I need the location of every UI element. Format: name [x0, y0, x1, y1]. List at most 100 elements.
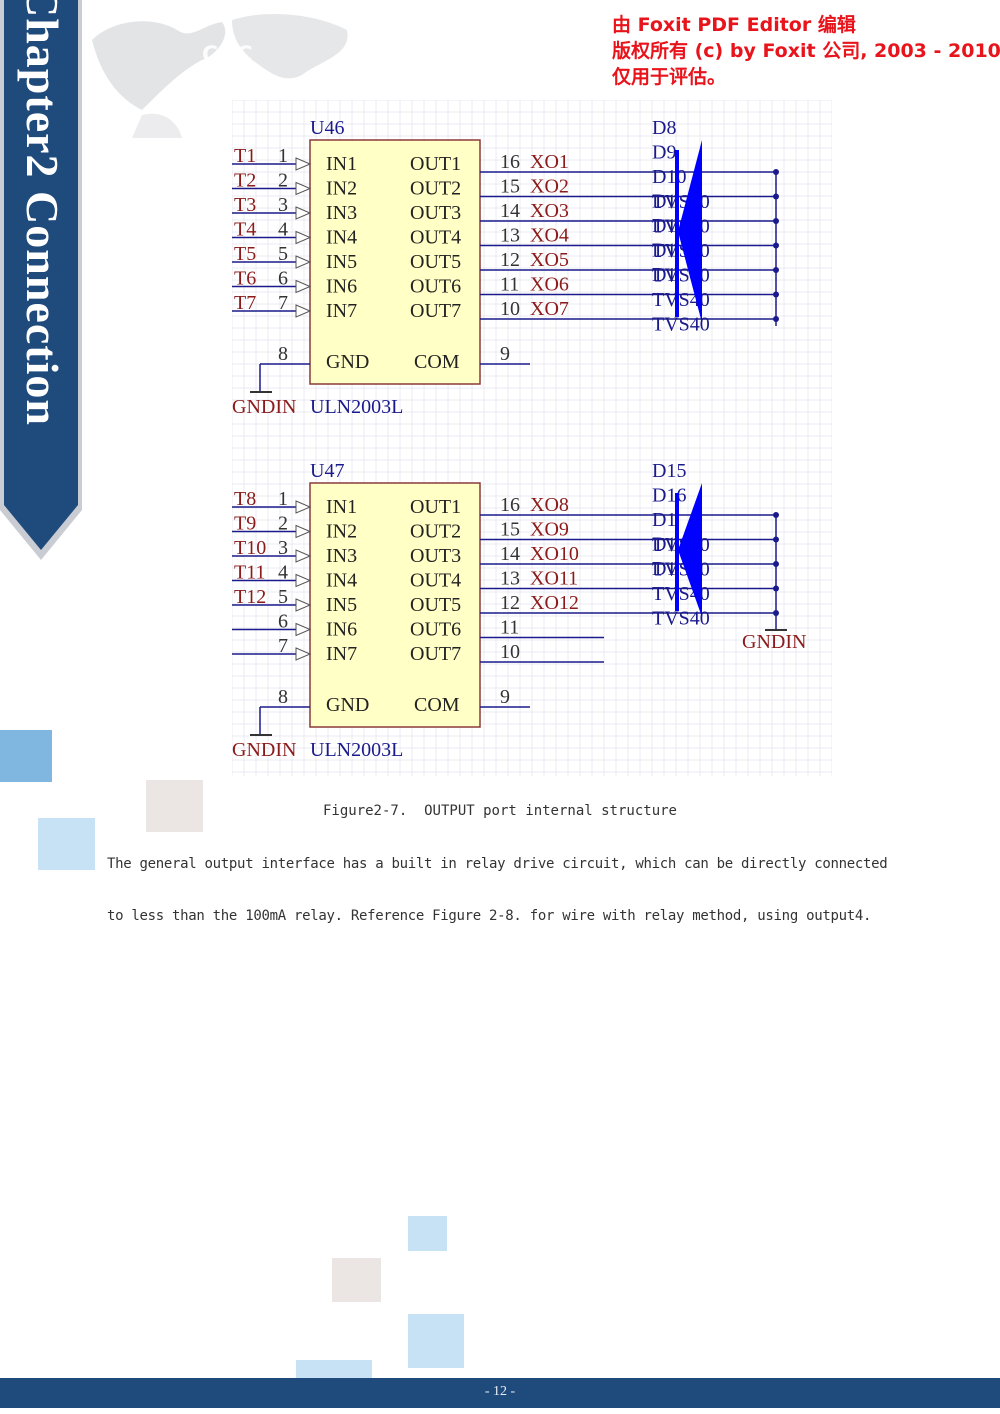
- ground-net-label: GNDIN: [232, 396, 296, 418]
- input-net-label: T12: [234, 586, 266, 608]
- foxit-watermark: 由 Foxit PDF Editor 编辑 版权所有 (c) by Foxit …: [612, 12, 1000, 90]
- chapter-tab: [0, 0, 82, 560]
- pin-number: 13: [500, 568, 520, 590]
- output-net-label: XO2: [530, 176, 569, 198]
- pin-name: IN3: [326, 545, 357, 567]
- diode-ref: D8: [652, 117, 676, 139]
- pin-name: OUT5: [410, 251, 461, 273]
- pin-number: 16: [500, 494, 520, 516]
- pin-name: IN2: [326, 178, 357, 200]
- pin-name: IN6: [326, 619, 357, 641]
- output-net-label: XO11: [530, 568, 578, 590]
- pin-number: 7: [278, 292, 288, 314]
- input-net-label: T1: [234, 145, 256, 167]
- deco-square: [332, 1258, 381, 1302]
- pin-number: 5: [278, 243, 288, 265]
- rail-ground-label: GNDIN: [742, 631, 806, 653]
- diode-ref: D15: [652, 460, 686, 482]
- input-arrow: [295, 573, 312, 588]
- output-net-label: XO5: [530, 249, 569, 271]
- pin-name: OUT7: [410, 643, 461, 665]
- footer-bar: [0, 1378, 1000, 1408]
- pin-number: 4: [278, 219, 288, 241]
- world-map-decoration: CNC: [92, 14, 348, 138]
- pin-number: 11: [500, 274, 519, 296]
- output-net-label: XO7: [530, 298, 569, 320]
- input-net-label: T8: [234, 488, 256, 510]
- input-arrow: [295, 549, 312, 563]
- pin-name: OUT7: [410, 300, 461, 322]
- output-net-label: XO10: [530, 543, 579, 565]
- pin-number: 2: [278, 513, 288, 535]
- pin-number: 7: [278, 635, 288, 657]
- pin-number: 12: [500, 249, 520, 271]
- pin-number: 3: [278, 537, 288, 559]
- watermark-line: 版权所有 (c) by Foxit 公司, 2003 - 2010: [612, 40, 1000, 62]
- pin-name: OUT5: [410, 594, 461, 616]
- pin-number: 3: [278, 194, 288, 216]
- figure-caption: Figure2-7. OUTPUT port internal structur…: [322, 803, 677, 819]
- deco-square: [0, 730, 52, 782]
- tvs-diode-stack: [678, 140, 702, 323]
- output-net-label: XO12: [530, 592, 579, 614]
- deco-square: [408, 1314, 464, 1368]
- watermark-line: 由 Foxit PDF Editor 编辑: [612, 14, 856, 36]
- pin-name: OUT1: [410, 153, 461, 175]
- tvs-label: TVS40: [652, 608, 710, 630]
- input-arrow: [295, 500, 312, 514]
- input-arrow: [295, 157, 312, 171]
- pin-number: 13: [500, 225, 520, 247]
- pin-number: 14: [500, 200, 520, 222]
- pin-number: 2: [278, 170, 288, 192]
- chapter-title: Chapter2 Connection: [17, 0, 68, 426]
- pin-name: OUT1: [410, 496, 461, 518]
- pin-number: 8: [278, 686, 288, 708]
- body-paragraph-line: to less than the 100mA relay. Reference …: [107, 908, 872, 924]
- input-net-label: T4: [234, 219, 256, 241]
- input-net-label: T6: [234, 268, 256, 290]
- watermark-line: 仅用于评估。: [612, 66, 727, 88]
- input-net-label: T5: [234, 243, 256, 265]
- pin-name: IN5: [326, 594, 357, 616]
- output-net-label: XO8: [530, 494, 569, 516]
- pin-name: GND: [326, 694, 369, 716]
- input-arrow: [295, 647, 312, 661]
- input-arrow: [295, 622, 312, 637]
- pin-number: 10: [500, 641, 520, 663]
- pin-number: 1: [278, 145, 288, 167]
- deco-square: [296, 1360, 372, 1378]
- output-net-label: XO3: [530, 200, 569, 222]
- chip-part-number: ULN2003L: [310, 396, 403, 418]
- pin-name: IN1: [326, 496, 357, 518]
- input-arrow: [295, 304, 312, 318]
- input-arrow: [295, 524, 312, 539]
- diode-ref: D1: [652, 240, 676, 262]
- diode-ref: D1: [652, 215, 676, 237]
- input-net-label: T3: [234, 194, 256, 216]
- chip-body: [309, 139, 481, 385]
- pin-name: OUT4: [410, 570, 461, 592]
- pin-name: IN1: [326, 153, 357, 175]
- pin-number: 6: [278, 611, 288, 633]
- deco-square: [408, 1216, 447, 1251]
- diode-ref: D1: [652, 264, 676, 286]
- chip-ref: U46: [310, 117, 344, 139]
- input-arrow: [295, 181, 312, 196]
- deco-square: [38, 818, 95, 870]
- pin-name: OUT2: [410, 521, 461, 543]
- pin-name: OUT4: [410, 227, 461, 249]
- pin-name: OUT6: [410, 619, 461, 641]
- input-net-label: T9: [234, 513, 256, 535]
- chip-ref: U47: [310, 460, 344, 482]
- input-arrow: [295, 598, 312, 612]
- pin-name: OUT3: [410, 545, 461, 567]
- input-net-label: T10: [234, 537, 266, 559]
- pin-number: 9: [500, 686, 510, 708]
- input-arrow: [295, 206, 312, 220]
- pin-number: 6: [278, 268, 288, 290]
- pin-name: OUT2: [410, 178, 461, 200]
- ground-net-label: GNDIN: [232, 739, 296, 761]
- pin-name: IN4: [326, 570, 357, 592]
- pin-name: IN5: [326, 251, 357, 273]
